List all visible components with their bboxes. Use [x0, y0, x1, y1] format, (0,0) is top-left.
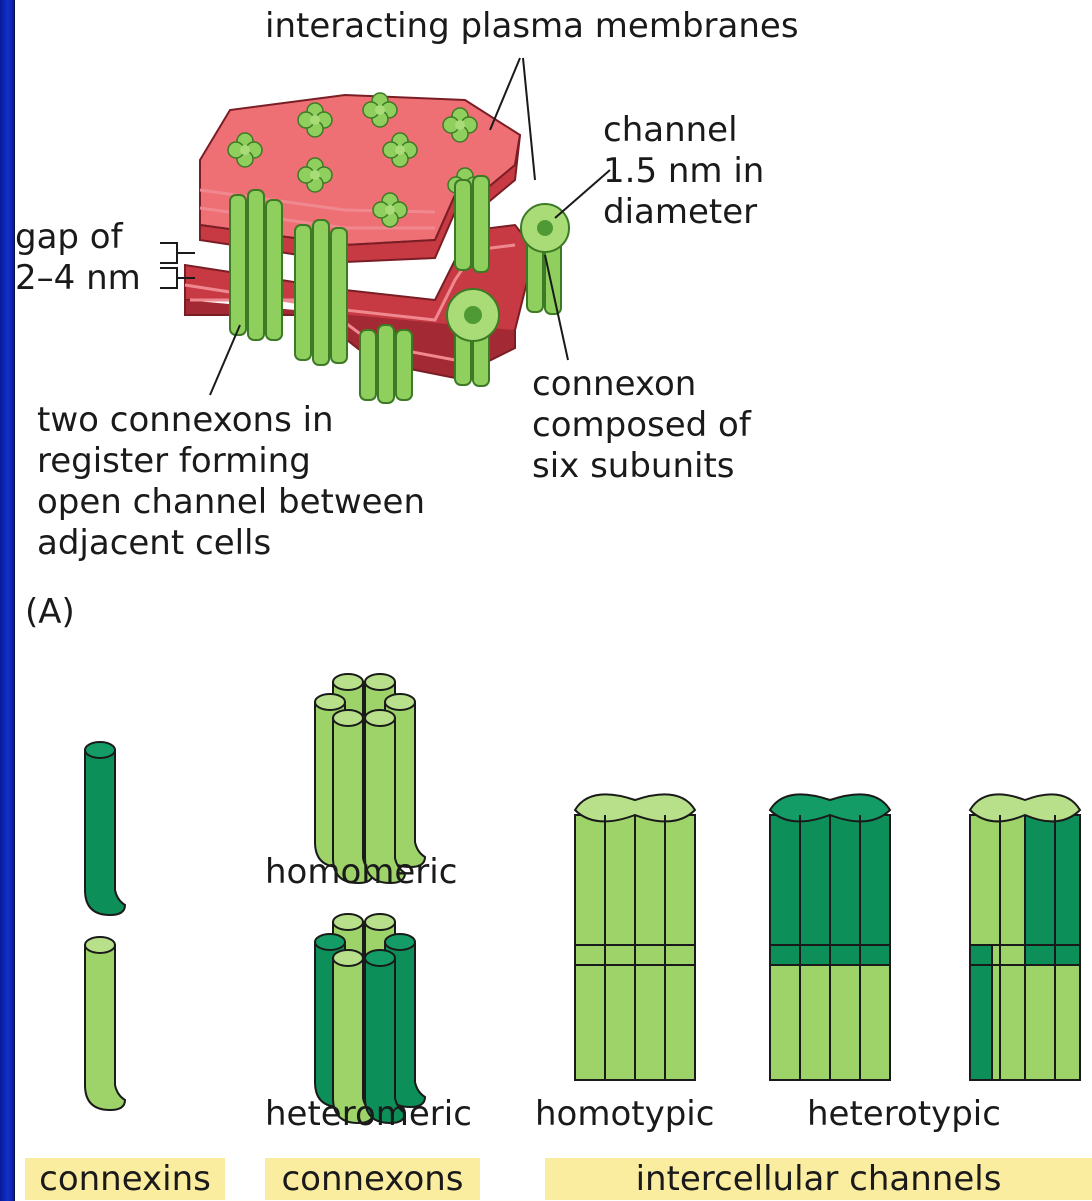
diagram-graphics: [15, 0, 1092, 1201]
label-homomeric: homomeric: [265, 852, 457, 893]
connexin-dark: [85, 742, 125, 915]
channel-heterotypic-2: [970, 794, 1080, 1080]
category-intercellular-channels: intercellular channels: [545, 1158, 1092, 1200]
label-heterotypic: heterotypic: [807, 1094, 1001, 1135]
channel-homotypic: [575, 794, 695, 1080]
channel-heterotypic-1: [770, 794, 890, 1080]
label-two-connexons: two connexons in register forming open c…: [37, 400, 425, 564]
category-connexons: connexons: [265, 1158, 480, 1200]
label-interacting-membranes: interacting plasma membranes: [265, 6, 799, 47]
connexon-heteromeric: [315, 914, 425, 1123]
label-homotypic: homotypic: [535, 1094, 714, 1135]
connexin-light: [85, 937, 125, 1110]
label-gap-width: gap of 2–4 nm: [15, 217, 141, 299]
diagram-canvas: interacting plasma membranes channel 1.5…: [15, 0, 1092, 1201]
category-connexins: connexins: [25, 1158, 225, 1200]
panel-label-a: (A): [25, 592, 75, 633]
gap-junction-block: [185, 93, 569, 403]
label-channel-diameter: channel 1.5 nm in diameter: [603, 110, 764, 233]
label-connexon-subunits: connexon composed of six subunits: [532, 364, 751, 487]
label-heteromeric: heteromeric: [265, 1094, 472, 1135]
